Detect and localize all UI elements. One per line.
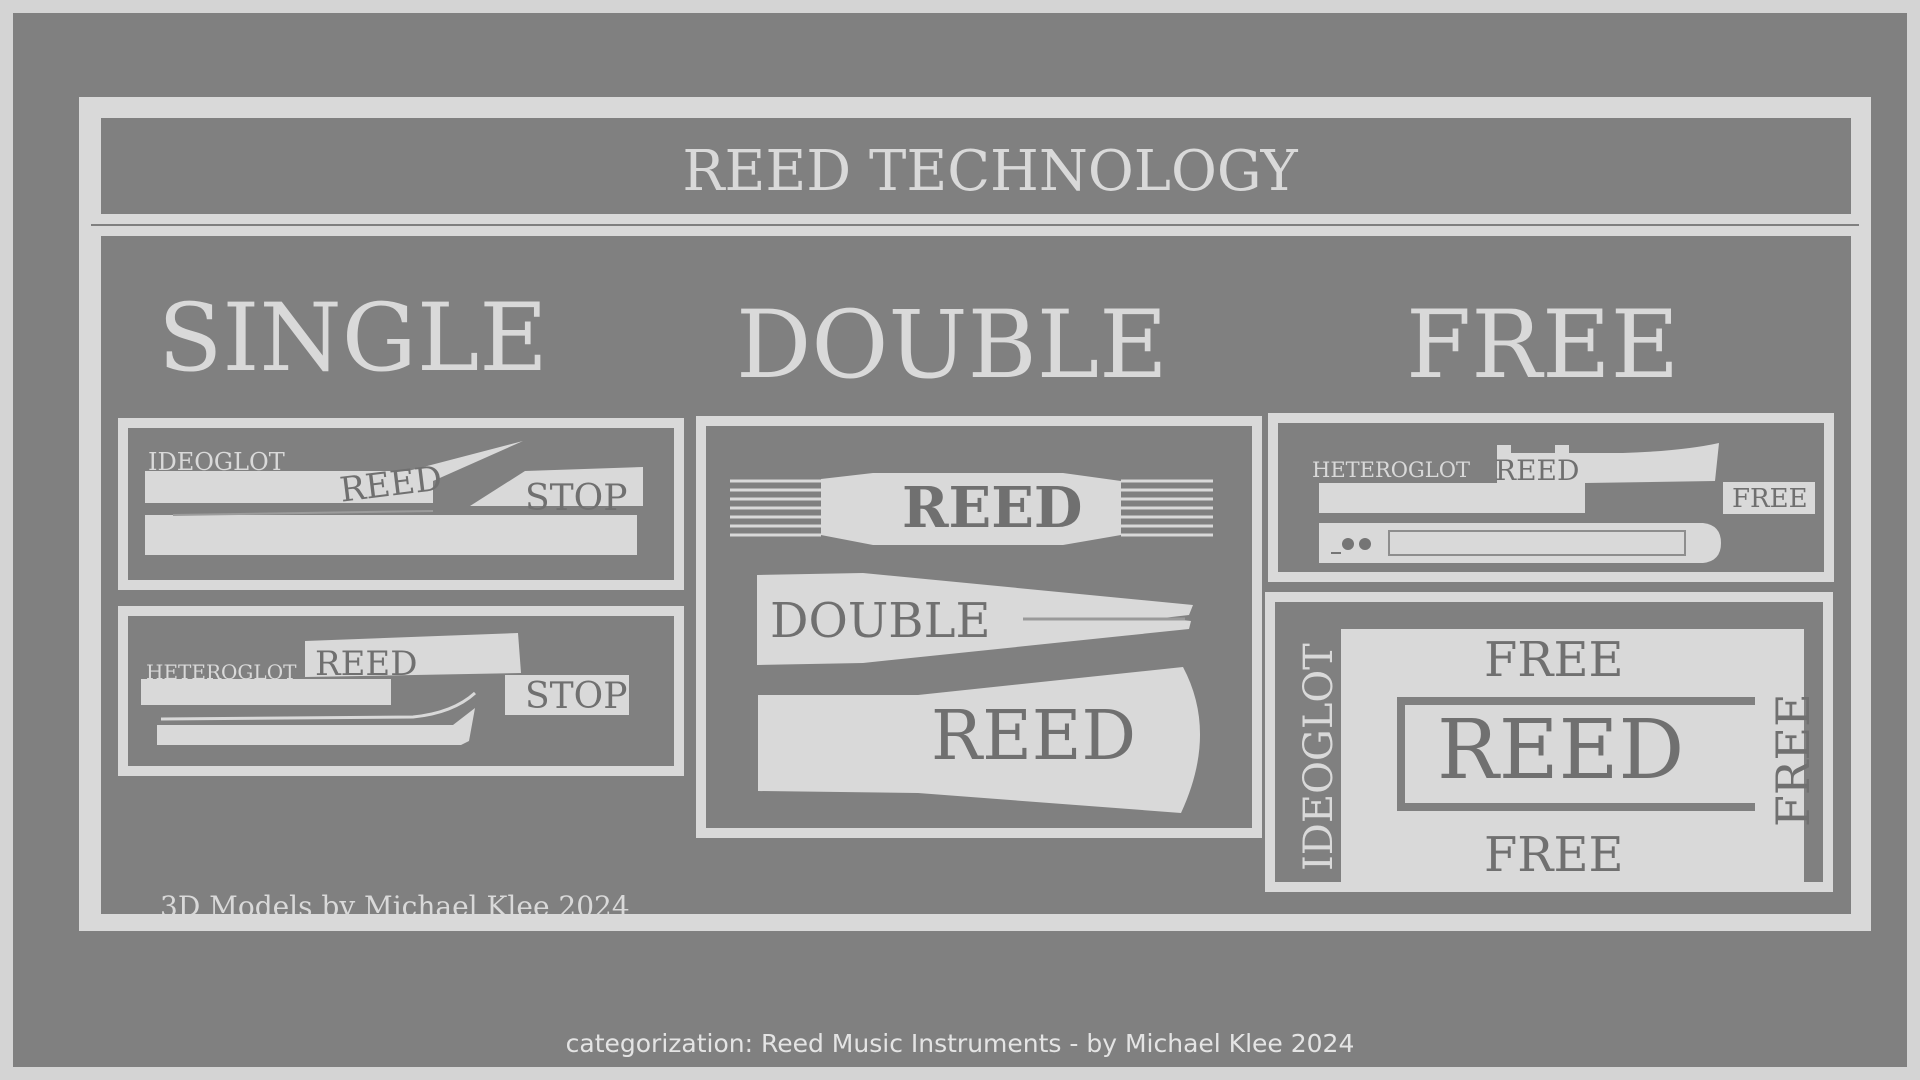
free-heteroglot-free-label: FREE bbox=[1732, 484, 1808, 514]
double-reed-blade-shape bbox=[758, 667, 1201, 813]
free-ideoglot-free-side: FREE bbox=[1766, 693, 1820, 827]
free-heteroglot-rivet-2 bbox=[1359, 538, 1371, 550]
diagram-title: REED TECHNOLOGY bbox=[682, 139, 1298, 204]
diagram-canvas: REED TECHNOLOGY SINGLE DOUBLE FREE IDEOG… bbox=[13, 13, 1907, 1067]
free-heteroglot-reed-label: REED bbox=[1495, 454, 1580, 487]
outer-frame bbox=[79, 97, 1871, 931]
heteroglot-curve-line bbox=[160, 691, 477, 721]
heteroglot-tongue-shape bbox=[157, 708, 475, 745]
single-heteroglot-reed-label: REED bbox=[315, 644, 418, 684]
ideoglot-stop-wedge bbox=[470, 467, 643, 506]
free-ideoglot-side-label: IDEOGLOT bbox=[1296, 643, 1342, 871]
double-reed-flat-shape bbox=[821, 473, 1121, 545]
free-heteroglot-frame-shape bbox=[1319, 523, 1721, 563]
free-heteroglot-tongue-shape bbox=[1319, 443, 1719, 513]
free-heteroglot-free-box bbox=[1723, 482, 1815, 514]
double-reed-top-label: REED bbox=[902, 475, 1083, 541]
free-heteroglot-slot bbox=[1388, 530, 1686, 556]
single-heteroglot-stop-box bbox=[505, 675, 629, 715]
single-heteroglot-panel bbox=[118, 606, 684, 776]
double-panel bbox=[696, 416, 1262, 838]
diagram-shapes bbox=[79, 97, 1871, 931]
heteroglot-reed-shape bbox=[305, 633, 521, 677]
free-ideoglot-reed-label: REED bbox=[1437, 703, 1685, 798]
footer-text: categorization: Reed Music Instruments -… bbox=[565, 1029, 1355, 1058]
free-heteroglot-label: HETEROGLOT bbox=[1312, 458, 1470, 482]
ideoglot-tube-shape bbox=[145, 515, 637, 555]
ideoglot-tongue-shape bbox=[145, 441, 523, 503]
single-heteroglot-stop-label: STOP bbox=[525, 676, 628, 717]
ideoglot-slit-line bbox=[172, 510, 434, 516]
free-ideoglot-free-bottom: FREE bbox=[1484, 827, 1624, 883]
free-heteroglot-rivet-1 bbox=[1342, 538, 1354, 550]
double-heading: DOUBLE bbox=[736, 291, 1168, 400]
free-ideoglot-inner-bar bbox=[1401, 693, 1699, 795]
double-reed-bottom-label: REED bbox=[931, 697, 1136, 776]
free-ideoglot-free-top: FREE bbox=[1484, 632, 1624, 688]
single-heading: SINGLE bbox=[158, 284, 548, 393]
free-heading: FREE bbox=[1406, 291, 1680, 400]
content-frame bbox=[91, 226, 1861, 924]
free-ideoglot-slot-outline bbox=[1397, 697, 1755, 811]
free-heteroglot-panel bbox=[1268, 413, 1834, 582]
credit-text: 3D Models by Michael Klee 2024 bbox=[160, 890, 630, 923]
double-label: DOUBLE bbox=[770, 593, 991, 649]
single-heteroglot-label: HETEROGLOT bbox=[146, 660, 297, 684]
single-ideoglot-label: IDEOGLOT bbox=[148, 448, 285, 476]
single-ideoglot-panel bbox=[118, 418, 684, 590]
double-reed-side-shape bbox=[757, 573, 1193, 665]
heteroglot-mouthpiece-shape bbox=[141, 679, 391, 705]
single-ideoglot-stop-label: STOP bbox=[525, 478, 628, 519]
title-bar-frame bbox=[91, 108, 1861, 224]
